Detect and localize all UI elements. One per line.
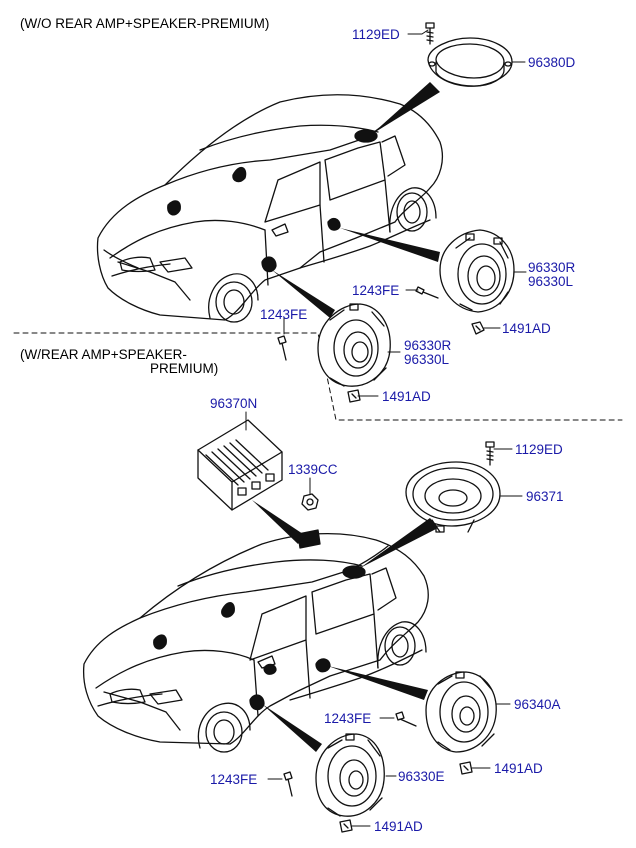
part-number-label[interactable]: 1243FE — [260, 307, 308, 322]
part-number-label[interactable]: 1243FE — [352, 283, 400, 298]
part-number-label[interactable]: 96371 — [526, 489, 564, 504]
part-number-label[interactable]: 1339CC — [288, 462, 338, 477]
upper-front-door-speaker-part — [317, 303, 391, 387]
leader-amplifier — [252, 500, 306, 544]
clip-part-upper-rear — [471, 321, 485, 335]
upper-car-speaker-mark-front-door — [261, 256, 277, 273]
lower-car — [82, 532, 429, 753]
upper-car-speaker-mark-dash — [232, 166, 247, 183]
upper-car-speaker-mark-rear-shelf — [354, 129, 378, 143]
amplifier-part — [197, 419, 283, 511]
clip-part-lower-front — [339, 819, 353, 833]
lower-car-speaker-mark-dash2 — [153, 634, 167, 650]
nut-part — [301, 493, 319, 511]
rear-shelf-speaker-part — [427, 37, 513, 87]
section-divider — [13, 332, 623, 421]
clip-part-upper-front — [347, 389, 361, 403]
caption-without-premium: (W/O REAR AMP+SPEAKER-PREMIUM) — [20, 16, 270, 31]
leader-rear-shelf — [372, 82, 440, 134]
lower-car-speaker-mark-rear-door — [315, 658, 331, 673]
part-number-label[interactable]: 1491AD — [374, 819, 423, 834]
screw-part-lower-front — [283, 771, 293, 797]
lower-car-speaker-mark-front-door — [249, 694, 265, 711]
part-number-label[interactable]: 1129ED — [352, 27, 400, 42]
clip-part-lower-rear — [459, 761, 473, 775]
part-number-label[interactable]: 1129ED — [515, 442, 563, 457]
part-number-label[interactable]: 96340A — [514, 697, 561, 712]
part-number-label[interactable]: 1243FE — [324, 711, 372, 726]
screw-part-lower-rear — [395, 711, 417, 727]
lower-car-mirror-mark — [263, 663, 277, 675]
caption-with-premium-line2: PREMIUM) — [150, 361, 219, 376]
bolt-part-upper — [425, 22, 435, 45]
leader-rear-door — [340, 228, 440, 262]
part-number-label[interactable]: 96330L — [528, 274, 574, 289]
leader-lower-front-door — [262, 704, 322, 752]
leader-subwoofer — [360, 518, 438, 568]
bolt-part-lower — [485, 441, 495, 466]
upper-rear-door-speaker-part — [439, 229, 515, 313]
part-number-label[interactable]: 96370N — [210, 396, 258, 411]
part-number-label[interactable]: 96330E — [398, 769, 445, 784]
screw-part-upper-rear — [415, 286, 439, 299]
leader-front-door — [272, 270, 335, 318]
screw-part-upper-front — [277, 335, 287, 361]
part-number-label[interactable]: 96380D — [528, 55, 576, 70]
leader-lower-rear-door — [328, 666, 428, 700]
part-number-label[interactable]: 1243FE — [210, 772, 258, 787]
upper-car-speaker-mark-rear-door — [327, 217, 341, 231]
lower-front-door-speaker-part — [315, 733, 385, 817]
lower-rear-door-speaker-part — [425, 671, 497, 753]
subwoofer-part — [405, 461, 501, 533]
part-number-label[interactable]: 96330R — [528, 260, 576, 275]
lower-car-speaker-mark-rear-shelf — [342, 565, 366, 579]
part-number-label[interactable]: 1491AD — [494, 761, 543, 776]
part-number-label[interactable]: 1491AD — [502, 321, 551, 336]
upper-car-speaker-mark-dash2 — [167, 200, 181, 216]
callout-lines — [245, 29, 527, 827]
part-number-label[interactable]: 1491AD — [382, 389, 431, 404]
part-number-label[interactable]: 96330R — [404, 338, 452, 353]
lower-car-speaker-mark-dash — [221, 602, 235, 618]
caption-with-premium-line1: (W/REAR AMP+SPEAKER- — [20, 347, 187, 362]
part-number-label[interactable]: 96330L — [404, 352, 450, 367]
